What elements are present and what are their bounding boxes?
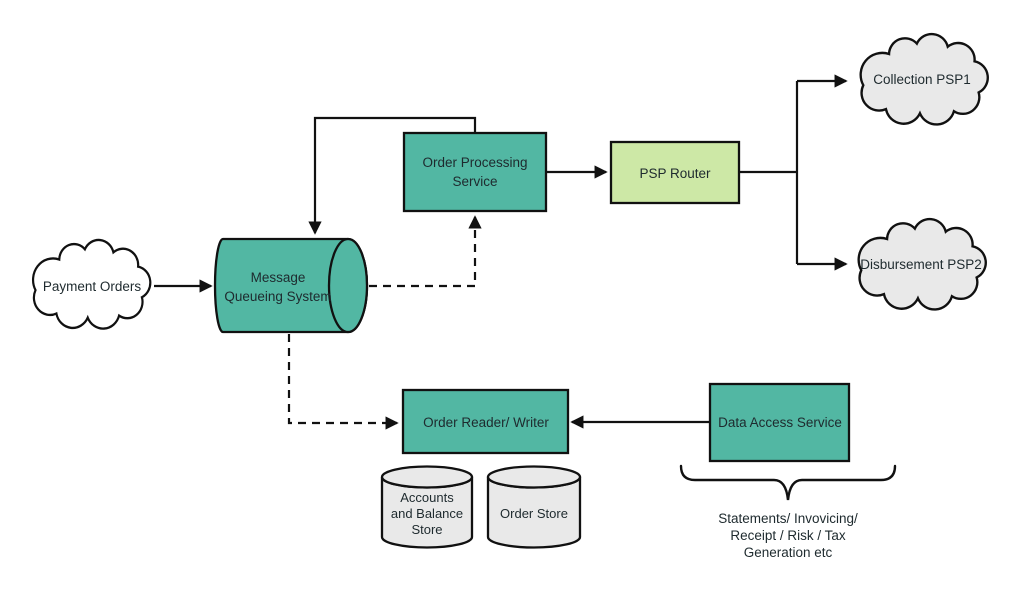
edges-layer: [154, 74, 848, 430]
data-access-service-rect: [708, 382, 851, 463]
curly-brace: [679, 464, 897, 501]
psp-router-label: PSP Router: [639, 166, 711, 181]
order-reader-writer-rect: [401, 388, 570, 455]
data-access-service-label: Data Access Service: [718, 415, 842, 430]
node-order-processing-service: Order Processing Service: [402, 131, 548, 213]
edge-order-processing-to-message-queueing-elbow: [308, 116, 477, 235]
node-payment-orders: Payment Orders: [31, 238, 152, 330]
node-order-store: Order Store: [486, 465, 582, 549]
brace-note-line1: Statements/ Invovicing/: [718, 511, 858, 526]
edge-psp-router-branch-trunk: [739, 81, 799, 264]
brace-annotation: Statements/ Invovicing/ Receipt / Risk /…: [679, 464, 897, 560]
collection-psp1-label: Collection PSP1: [873, 72, 971, 87]
collection-psp1-cloud-shape: [859, 32, 989, 126]
accounts-store-label-line1: Accounts: [400, 490, 454, 505]
order-store-label: Order Store: [500, 506, 568, 521]
brace-note-line2: Receipt / Risk / Tax: [730, 528, 846, 543]
payment-orders-cloud-shape: [31, 238, 152, 330]
order-processing-label-line2: Service: [452, 174, 497, 189]
order-store-cylinder-top: [486, 465, 582, 489]
node-data-access-service: Data Access Service: [708, 382, 851, 463]
disbursement-psp2-label: Disbursement PSP2: [860, 257, 982, 272]
node-disbursement-psp2: Disbursement PSP2: [857, 217, 987, 311]
brace-note-line3: Generation etc: [744, 545, 833, 560]
edge-message-queueing-to-order-reader-writer-dashed: [287, 334, 399, 430]
edge-message-queueing-to-order-processing-dashed: [369, 215, 482, 288]
accounts-store-label-line2: and Balance: [391, 506, 463, 521]
node-order-reader-writer: Order Reader/ Writer: [401, 388, 570, 455]
accounts-store-cylinder-top: [380, 465, 474, 489]
message-queueing-cylinder-cap: [327, 237, 369, 334]
order-processing-rect: [402, 131, 548, 213]
payment-orders-label: Payment Orders: [43, 279, 142, 294]
node-accounts-and-balance-store: Accounts and Balance Store: [380, 465, 474, 549]
order-reader-writer-label: Order Reader/ Writer: [423, 415, 549, 430]
node-collection-psp1: Collection PSP1: [859, 32, 989, 126]
order-processing-label-line1: Order Processing: [422, 155, 527, 170]
node-message-queueing-system: Message Queueing System: [213, 237, 369, 334]
node-psp-router: PSP Router: [609, 140, 741, 205]
psp-router-rect: [609, 140, 741, 205]
message-queueing-label-line2: Queueing System: [224, 289, 331, 304]
disbursement-psp2-cloud-shape: [857, 217, 987, 311]
accounts-store-label-line3: Store: [411, 522, 442, 537]
message-queueing-label-line1: Message: [251, 270, 306, 285]
